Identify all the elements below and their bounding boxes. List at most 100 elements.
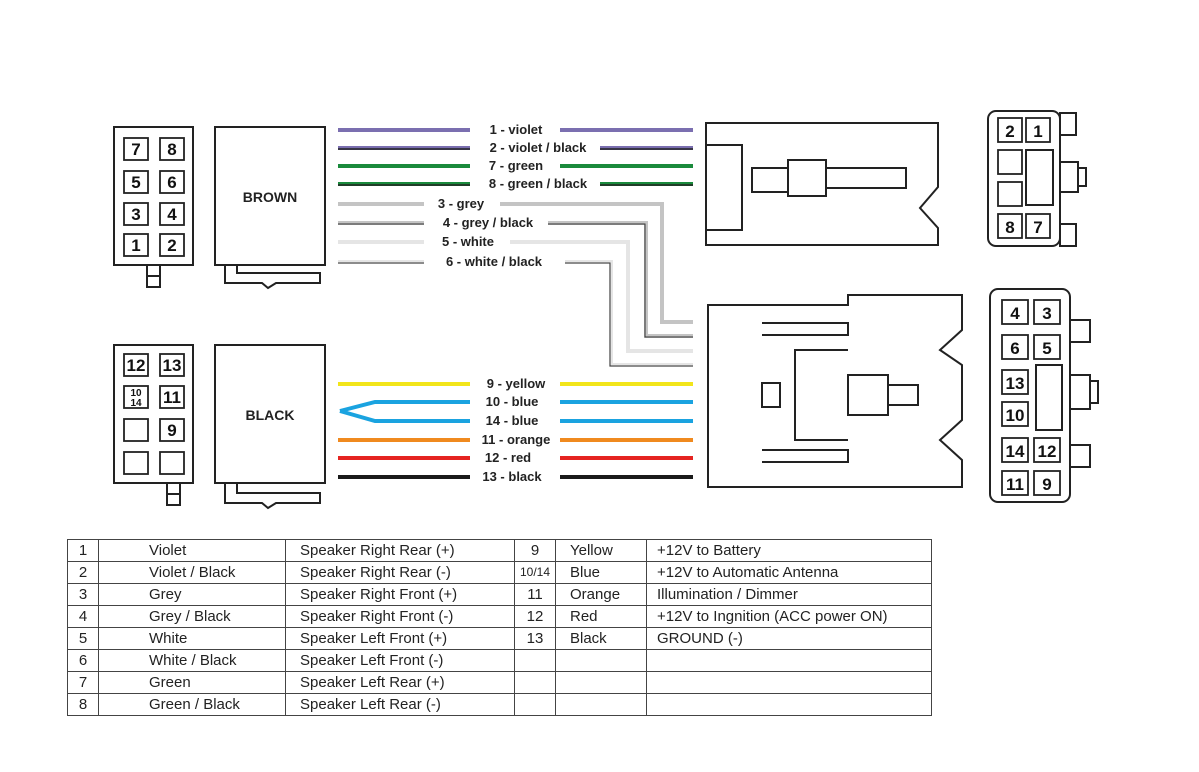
table-row: 3 Grey Speaker Right Front (+) 11 Orange…	[67, 583, 932, 606]
legend-pin-2: 9	[514, 539, 556, 562]
legend-function-2	[646, 649, 932, 672]
wire-label-10: 10 - blue	[486, 394, 539, 409]
pinout-legend-table: 1 Violet Speaker Right Rear (+) 9 Yellow…	[67, 539, 932, 716]
wire-label-12: 12 - red	[485, 450, 531, 465]
right-bottom-pin-6: 6	[1010, 339, 1019, 358]
black-pin-14: 14	[130, 398, 142, 409]
wire-5-right	[510, 240, 693, 353]
legend-function-2	[646, 671, 932, 694]
brown-pin-5: 5	[131, 173, 140, 192]
brown-pin-4: 4	[167, 205, 177, 224]
brown-pin-6: 6	[167, 173, 176, 192]
right-top-connector-face	[987, 110, 1087, 247]
right-bottom-pin-10: 10	[1006, 406, 1025, 425]
brown-pin-1: 1	[131, 236, 140, 255]
wire-label-5: 5 - white	[442, 234, 494, 249]
legend-pin: 1	[67, 539, 99, 562]
legend-color: Violet / Black	[98, 561, 286, 584]
legend-color-2	[555, 649, 647, 672]
legend-pin-2	[514, 671, 556, 694]
right-top-pin-1: 1	[1033, 122, 1042, 141]
legend-pin-2: 12	[514, 605, 556, 628]
legend-color-2	[555, 671, 647, 694]
wire-label-1: 1 - violet	[490, 122, 543, 137]
right-bottom-pin-13: 13	[1006, 374, 1025, 393]
table-row: 6 White / Black Speaker Left Front (-)	[67, 649, 932, 672]
right-bottom-connector-face	[989, 288, 1099, 503]
right-bottom-pin-3: 3	[1042, 304, 1051, 323]
black-connector-label: BLACK	[246, 407, 295, 423]
legend-pin: 8	[67, 693, 99, 716]
legend-function: Speaker Right Rear (-)	[285, 561, 515, 584]
table-row: 7 Green Speaker Left Rear (+)	[67, 671, 932, 694]
legend-pin-2	[514, 649, 556, 672]
wire-label-8: 8 - green / black	[489, 176, 588, 191]
right-top-pin-2: 2	[1005, 122, 1014, 141]
legend-pin: 3	[67, 583, 99, 606]
black-pin-10: 10	[130, 388, 142, 399]
legend-color: Green	[98, 671, 286, 694]
legend-pin-2: 11	[514, 583, 556, 606]
legend-color: White / Black	[98, 649, 286, 672]
black-pin-9: 9	[167, 421, 176, 440]
legend-function-2: +12V to Ingnition (ACC power ON)	[646, 605, 932, 628]
legend-function: Speaker Left Front (-)	[285, 649, 515, 672]
legend-color-2: Black	[555, 627, 647, 650]
wire-label-7: 7 - green	[489, 158, 543, 173]
wire-3-right	[500, 202, 693, 324]
table-row: 8 Green / Black Speaker Left Rear (-)	[67, 693, 932, 716]
legend-color-2: Blue	[555, 561, 647, 584]
brown-pin-2: 2	[167, 236, 176, 255]
legend-pin-2: 13	[514, 627, 556, 650]
legend-color-2: Yellow	[555, 539, 647, 562]
legend-pin: 7	[67, 671, 99, 694]
table-row: 5 White Speaker Left Front (+) 13 Black …	[67, 627, 932, 650]
legend-function-2: +12V to Battery	[646, 539, 932, 562]
legend-function-2: Illumination / Dimmer	[646, 583, 932, 606]
wiring-diagram: 7 8 5 6 3 4 1 2 12 13 10 14 11 9 BROWN B…	[113, 110, 1099, 510]
wire-label-9: 9 - yellow	[487, 376, 546, 391]
legend-pin: 4	[67, 605, 99, 628]
legend-color: Grey	[98, 583, 286, 606]
black-pin-12: 12	[127, 356, 146, 375]
wire-10-left	[339, 400, 470, 413]
legend-color: White	[98, 627, 286, 650]
wire-label-4: 4 - grey / black	[443, 215, 534, 230]
legend-pin: 5	[67, 627, 99, 650]
wire-label-13: 13 - black	[482, 469, 542, 484]
legend-function: Speaker Left Front (+)	[285, 627, 515, 650]
right-bottom-plug	[707, 294, 963, 488]
legend-color-2	[555, 693, 647, 716]
legend-pin-2: 10/14	[514, 561, 556, 584]
brown-pin-7: 7	[131, 140, 140, 159]
brown-pin-3: 3	[131, 205, 140, 224]
right-bottom-pin-11: 11	[1006, 475, 1024, 494]
legend-color: Violet	[98, 539, 286, 562]
legend-function-2	[646, 693, 932, 716]
legend-function-2: +12V to Automatic Antenna	[646, 561, 932, 584]
legend-function-2: GROUND (-)	[646, 627, 932, 650]
black-connector-body	[214, 344, 326, 484]
legend-function: Speaker Left Rear (-)	[285, 693, 515, 716]
wire-14-left	[339, 409, 470, 423]
legend-color: Green / Black	[98, 693, 286, 716]
wire-6-right	[565, 260, 693, 367]
right-bottom-pin-9: 9	[1042, 475, 1051, 494]
brown-connector-body	[214, 126, 326, 266]
legend-color: Grey / Black	[98, 605, 286, 628]
legend-function: Speaker Right Front (+)	[285, 583, 515, 606]
legend-function: Speaker Left Rear (+)	[285, 671, 515, 694]
black-pin-11: 11	[163, 388, 181, 407]
table-row: 1 Violet Speaker Right Rear (+) 9 Yellow…	[67, 539, 932, 562]
wire-label-2: 2 - violet / black	[490, 140, 588, 155]
table-row: 2 Violet / Black Speaker Right Rear (-) …	[67, 561, 932, 584]
legend-function: Speaker Right Front (-)	[285, 605, 515, 628]
brown-pin-8: 8	[167, 140, 176, 159]
legend-pin: 6	[67, 649, 99, 672]
wire-label-6: 6 - white / black	[446, 254, 543, 269]
legend-color-2: Orange	[555, 583, 647, 606]
wire-label-14: 14 - blue	[486, 413, 539, 428]
right-bottom-pin-5: 5	[1042, 339, 1051, 358]
right-top-pin-7: 7	[1033, 218, 1042, 237]
right-bottom-pin-14: 14	[1006, 442, 1025, 461]
